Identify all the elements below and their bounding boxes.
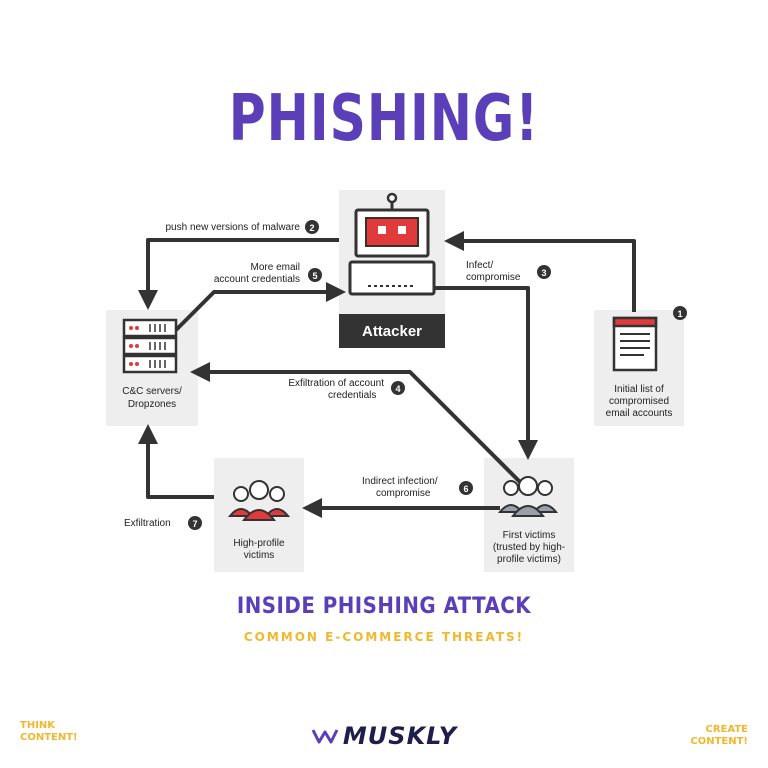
think-line: THINK [20,720,56,731]
high-label-2: victims [244,550,275,561]
cc-label-1: C&C servers/ [122,386,182,397]
step-2: push new versions of malware 2 [165,220,319,234]
server-stack-icon [122,318,178,374]
connector-4 [190,362,522,484]
high-label-1: High-profile [233,538,285,549]
robot-icon [348,192,436,296]
step-4-label-2: credentials [328,390,376,401]
create-content-label: CREATE CONTENT! [690,724,748,748]
svg-text:1: 1 [677,309,682,319]
subtitle: INSIDE PHISHING ATTACK [236,594,532,619]
document-icon [612,316,658,372]
step-4: Exfiltration of account credentials 4 [288,378,405,401]
email-list-node: Initial list of compromised email accoun… [594,310,684,426]
create-line: CREATE [705,724,749,735]
step-1: 1 [673,306,687,320]
step-6-label-1: Indirect infection/ [362,476,438,487]
step-4-label-1: Exfiltration of account [288,378,384,389]
attacker-label: Attacker [362,323,422,340]
first-label-1: First victims [503,530,556,541]
connectors [138,231,636,518]
list-label-3: email accounts [606,408,673,419]
step-7-label: Exfiltration [124,518,171,529]
svg-text:5: 5 [312,271,317,281]
svg-text:2: 2 [309,223,314,233]
step-6: Indirect infection/ compromise 6 [362,476,473,499]
connector-3 [435,286,538,460]
step-6-label-2: compromise [376,488,431,499]
step-5: More email account credentials 5 [214,262,322,285]
step-3-label-2: compromise [466,272,521,283]
connector-2 [138,238,339,310]
svg-text:3: 3 [541,268,546,278]
cc-label-2: Dropzones [128,399,176,410]
step-2-label: push new versions of malware [165,222,300,233]
connector-5 [174,282,346,332]
brand-name: MUSKLY [342,722,458,750]
step-3: Infect/ compromise 3 [466,260,551,283]
first-label-2: (trusted by high- [493,542,565,553]
step-5-label-2: account credentials [214,274,300,285]
svg-text:6: 6 [463,484,468,494]
brand-logo: MUSKLY [0,722,768,750]
tagline: COMMON E-COMMERCE THREATS! [243,630,525,644]
first-label-3: profile victims) [497,554,561,565]
high-profile-node: High-profile victims [214,458,304,572]
list-label-1: Initial list of [614,384,664,395]
svg-text:7: 7 [192,519,197,529]
muskly-logo-icon [311,729,339,744]
step-7: Exfiltration 7 [124,516,202,530]
page-title: PHISHING! [228,81,540,156]
connector-7 [138,424,214,499]
step-3-label-1: Infect/ [466,260,493,271]
svg-text:4: 4 [395,384,400,394]
list-label-2: compromised [609,396,669,407]
first-victims-node: First victims (trusted by high- profile … [484,458,574,572]
content-line-right: CONTENT! [690,736,748,747]
people-group-red-icon [227,480,291,521]
people-group-icon [497,476,559,517]
connector-1 [444,231,636,312]
attacker-node: Attacker [339,190,445,348]
step-5-label-1: More email [251,262,300,273]
think-content-label: THINK CONTENT! [20,720,78,744]
content-line-left: CONTENT! [20,732,78,743]
cc-servers-node: C&C servers/ Dropzones [106,310,198,426]
